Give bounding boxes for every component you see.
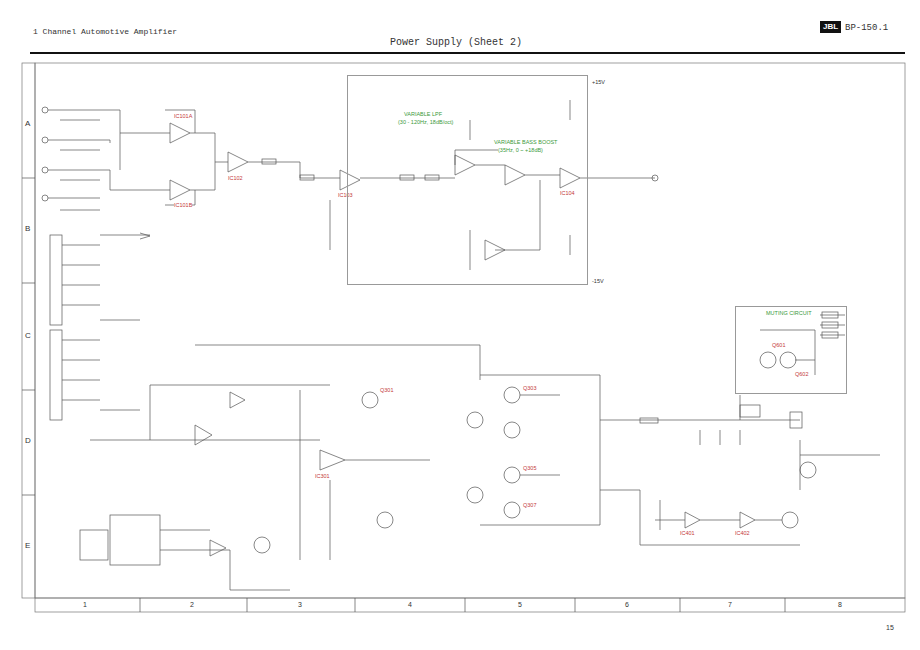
part-label: Q301	[380, 388, 393, 394]
grid-column: 7	[728, 601, 732, 608]
grid-row: A	[25, 120, 30, 128]
block-title: (35Hz, 0 ~ +18dB)	[498, 148, 543, 154]
part-label: IC102	[228, 176, 243, 182]
part-label: IC101B	[174, 203, 192, 209]
brand-logo: JBL	[820, 21, 841, 33]
grid-row: C	[25, 332, 31, 340]
part-label: Q303	[523, 386, 536, 392]
part-label: IC301	[315, 474, 330, 480]
circuit-block: VARIABLE LPF (30 - 120Hz, 18dB/oct) VARIAB…	[347, 75, 588, 285]
part-label: Q602	[795, 372, 808, 378]
voltage-label: +15V	[592, 80, 605, 86]
grid-column: 8	[838, 601, 842, 608]
grid-row: B	[25, 225, 30, 233]
part-label: IC401	[680, 531, 695, 537]
grid-column: 2	[190, 601, 194, 608]
part-label: IC103	[338, 193, 353, 199]
block-title: VARIABLE LPF	[404, 112, 442, 118]
grid-column: 3	[298, 601, 302, 608]
part-label: Q307	[523, 503, 536, 509]
grid-column: 5	[518, 601, 522, 608]
page-number: 15	[886, 624, 894, 631]
part-label: Q305	[523, 466, 536, 472]
grid-column: 4	[408, 601, 412, 608]
grid-column: 6	[625, 601, 629, 608]
part-label: IC101A	[174, 114, 192, 120]
block-title: MUTING CIRCUIT	[766, 311, 812, 317]
block-title: VARIABLE BASS BOOST	[494, 140, 557, 146]
part-label: IC402	[735, 531, 750, 537]
header-text: 1 Channel Automotive Amplifier	[33, 28, 177, 36]
model-number: BP-150.1	[845, 24, 888, 33]
grid-row: D	[25, 437, 31, 445]
grid-column: 1	[83, 601, 87, 608]
part-label: IC104	[560, 191, 575, 197]
grid-row: E	[25, 542, 30, 550]
voltage-label: -15V	[592, 279, 604, 285]
block-title: (30 - 120Hz, 18dB/oct)	[398, 120, 453, 126]
part-label: Q601	[772, 343, 785, 349]
sheet-title: Power Supply (Sheet 2)	[390, 38, 522, 48]
circuit-block: MUTING CIRCUIT	[735, 306, 847, 394]
